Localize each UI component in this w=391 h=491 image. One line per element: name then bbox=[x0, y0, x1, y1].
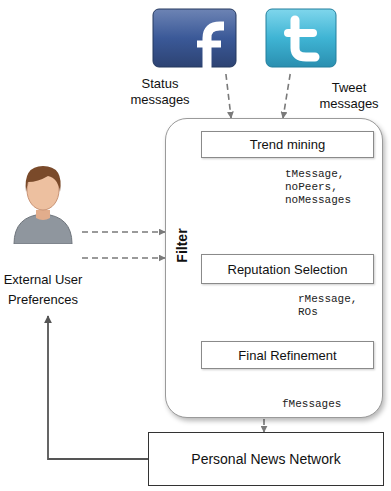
dashed-arrow bbox=[82, 231, 165, 233]
dashed-arrow bbox=[226, 74, 231, 118]
edge-label: fMessages bbox=[282, 398, 352, 411]
box-label: Reputation Selection bbox=[208, 262, 367, 277]
process-box: Personal News Network bbox=[148, 432, 384, 486]
edge-label: rMessage, ROs bbox=[298, 293, 364, 319]
source-icon: External User Preferences bbox=[10, 160, 76, 265]
dashed-arrow bbox=[283, 74, 290, 118]
process-box: Reputation Selection bbox=[201, 254, 374, 284]
source-label: External User Preferences bbox=[2, 270, 84, 310]
source-label: Status messages bbox=[115, 76, 205, 108]
twitter-icon bbox=[265, 8, 337, 68]
box-label: Final Refinement bbox=[208, 348, 367, 363]
box-label: Personal News Network bbox=[155, 451, 377, 467]
source-label: Tweet messages bbox=[311, 80, 387, 112]
dashed-arrow bbox=[82, 257, 165, 259]
source-icon: Tweet messages bbox=[265, 8, 337, 68]
user-icon bbox=[10, 160, 76, 244]
source-icon: Status messages bbox=[152, 8, 237, 68]
process-box: Final Refinement bbox=[201, 341, 374, 369]
flow-arrow bbox=[48, 316, 148, 459]
facebook-icon bbox=[152, 8, 237, 68]
edge-label: tMessage, noPeers, noMessages bbox=[285, 168, 367, 207]
box-label: Trend mining bbox=[208, 137, 367, 152]
panel-title: Filter bbox=[174, 224, 191, 268]
filter-panel: Filter Trend miningReputation SelectionFi… bbox=[165, 118, 383, 418]
process-box: Trend mining bbox=[201, 131, 374, 158]
